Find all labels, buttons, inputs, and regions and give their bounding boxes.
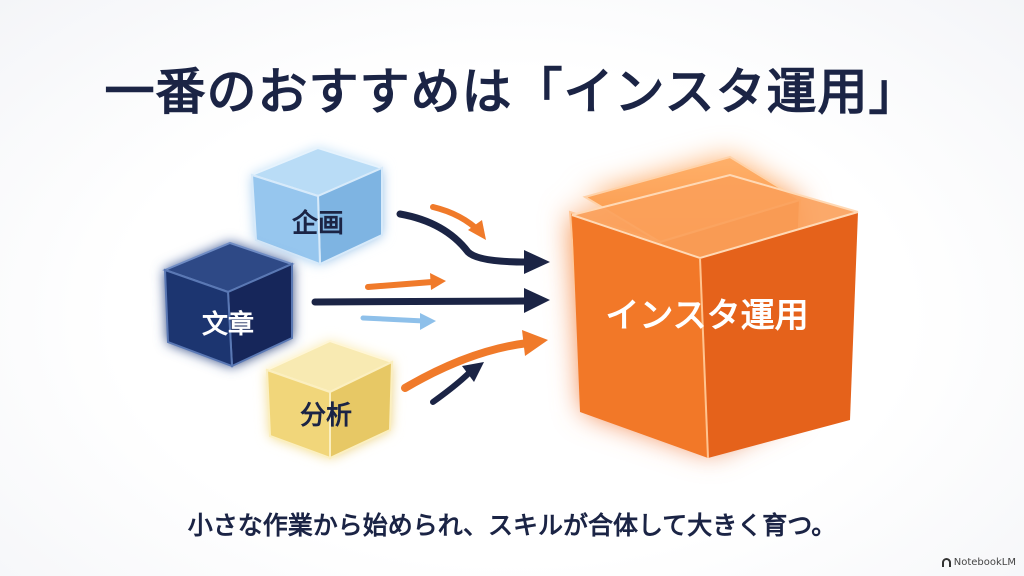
arrow-navy-bottom (430, 362, 484, 405)
cube-instagram-body (571, 173, 859, 459)
arrow-navy-middle (311, 288, 550, 313)
arrow-orange-middle (365, 273, 446, 290)
arrows (311, 204, 550, 405)
arrow-orange-top (430, 204, 486, 240)
watermark-label: NotebookLM (953, 557, 1016, 568)
arrow-navy-top (396, 210, 550, 274)
cube-label-instagram: インスタ運用 (605, 296, 808, 336)
cube-analysis (264, 339, 395, 460)
cube-writing (162, 241, 295, 368)
slide-title: 一番のおすすめは「インスタ運用」 (104, 63, 920, 121)
watermark: NotebookLM (941, 557, 1016, 568)
cube-label-planning: 企画 (292, 208, 344, 239)
arrow-light-blue (360, 313, 436, 330)
notebooklm-logo-icon (941, 558, 951, 567)
slide-caption: 小さな作業から始められ、スキルが合体して大きく育つ。 (187, 511, 837, 540)
cube-label-analysis: 分析 (300, 401, 352, 431)
arrow-orange-bottom (401, 330, 548, 392)
cube-planning (249, 146, 385, 266)
cube-label-writing: 文章 (202, 309, 254, 340)
